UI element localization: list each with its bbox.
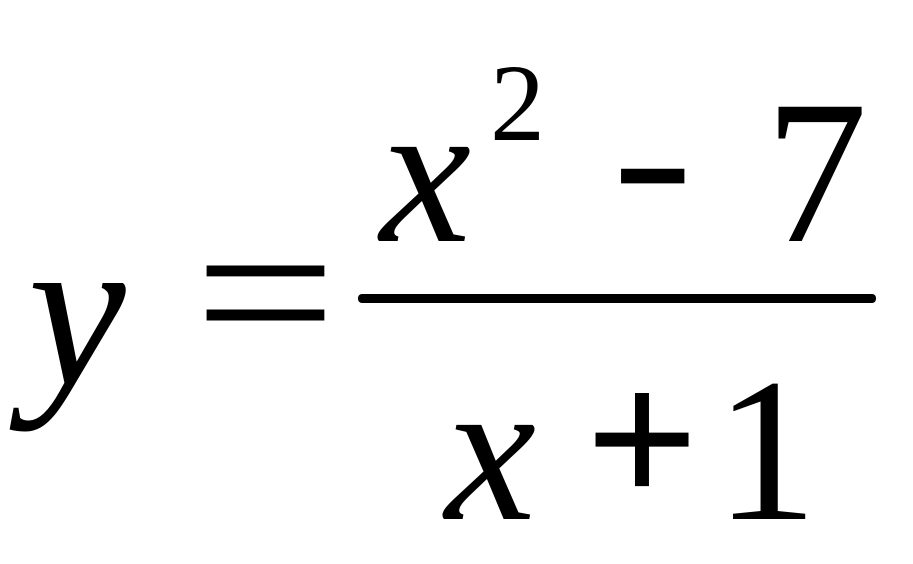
lhs-variable: y bbox=[28, 188, 126, 432]
math-formula: y = x 2 - 7 x + 1 bbox=[28, 42, 876, 553]
equals-sign: = bbox=[194, 170, 337, 414]
denominator-variable: x bbox=[445, 337, 536, 564]
numerator-operator: - bbox=[612, 49, 694, 265]
fraction-bar bbox=[358, 294, 876, 303]
numerator-constant: 7 bbox=[765, 59, 868, 286]
denominator-constant: 1 bbox=[715, 337, 818, 564]
numerator-variable: x bbox=[380, 59, 471, 286]
numerator-exponent: 2 bbox=[490, 42, 545, 164]
denominator-operator: + bbox=[585, 329, 699, 550]
